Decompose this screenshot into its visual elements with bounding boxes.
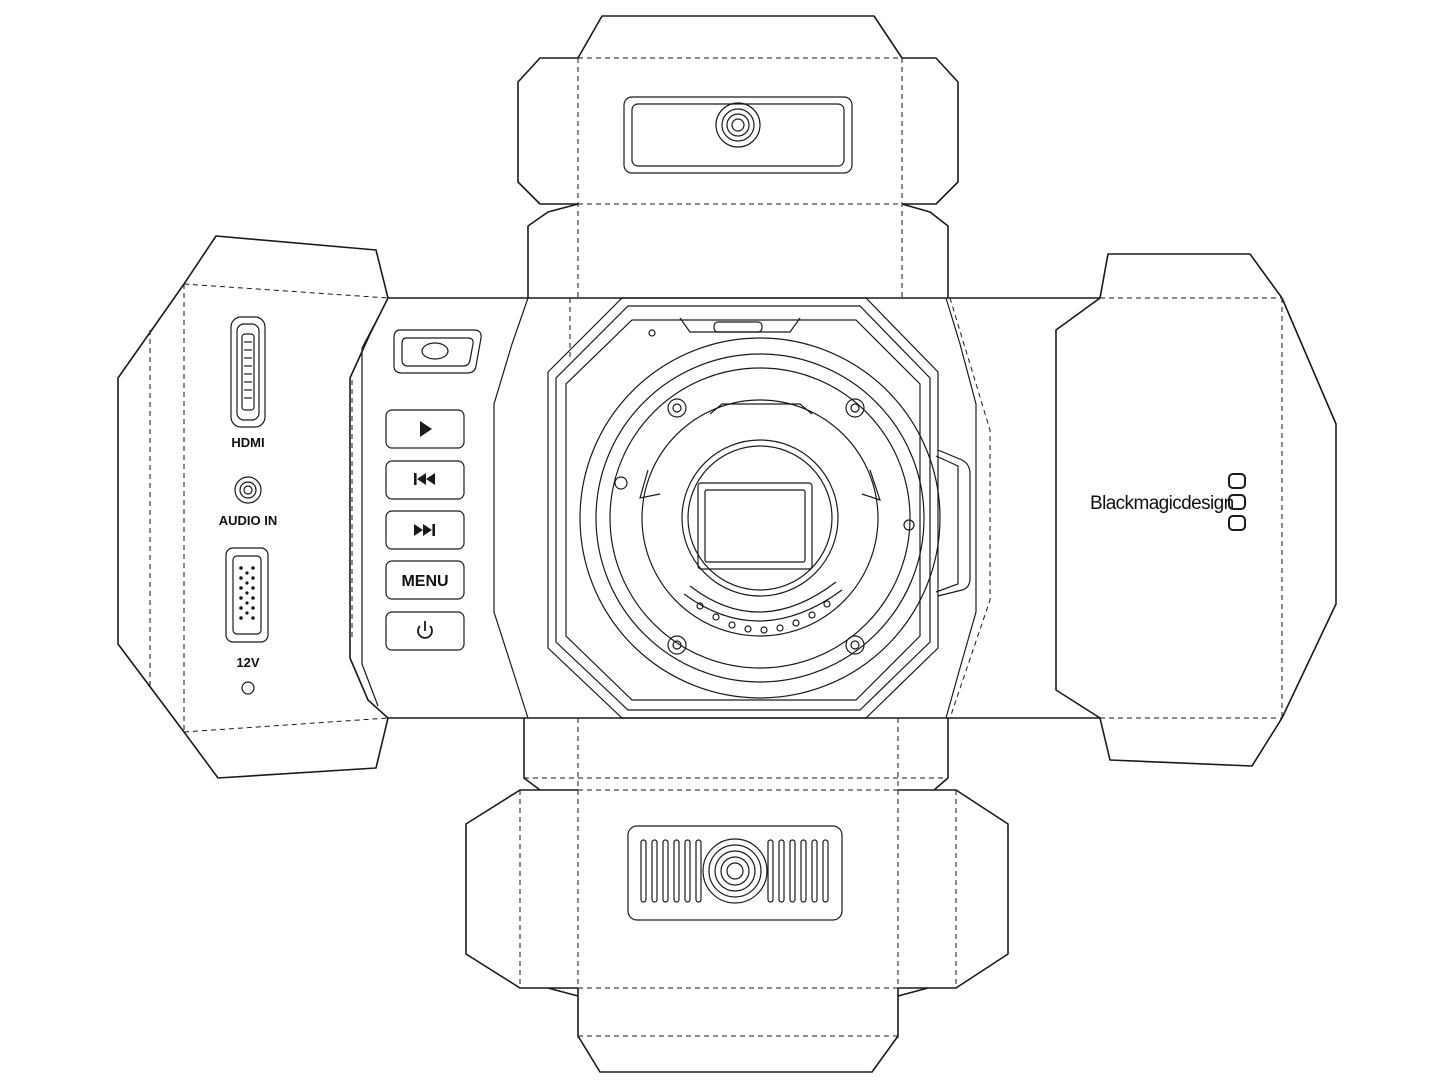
bottom-vent-plate [627, 825, 843, 921]
bottom-vent-slots [640, 839, 829, 903]
record-lamp-icon [421, 342, 449, 360]
brand-wordmark: Blackmagicdesign [1090, 493, 1234, 514]
lens-contacts [696, 600, 831, 634]
menu-button[interactable]: MENU [385, 560, 465, 600]
brand-logo-icon [1228, 473, 1246, 531]
power-icon [417, 621, 433, 639]
play-button[interactable] [385, 409, 465, 449]
play-icon [420, 421, 432, 437]
hdmi-label: HDMI [231, 435, 264, 450]
12v-label: 12V [236, 655, 259, 670]
power-connector-icon [225, 547, 269, 643]
skip-forward-icon [414, 524, 435, 536]
menu-button-label: MENU [401, 573, 448, 590]
bottom-tripod-socket [702, 838, 768, 904]
top-tripod-plate [623, 96, 853, 174]
skip-forward-button[interactable] [385, 510, 465, 550]
hdmi-port-icon [230, 316, 266, 428]
main-band [388, 297, 1100, 719]
skip-back-icon [414, 473, 435, 485]
status-led-icon [241, 681, 255, 695]
image-sensor [697, 482, 813, 570]
audio-in-label: AUDIO IN [219, 513, 278, 528]
lens-mount [547, 297, 971, 719]
record-button[interactable] [393, 329, 482, 374]
top-tripod-socket [715, 102, 761, 148]
right-side-panel: Blackmagicdesign [1055, 253, 1337, 767]
skip-back-button[interactable] [385, 460, 465, 500]
power-button[interactable] [385, 611, 465, 651]
top-face-panel [517, 15, 959, 298]
mount-screw-icon [667, 398, 865, 655]
left-side-panel: HDMI AUDIO IN 12V [117, 235, 389, 779]
audio-jack-icon [234, 476, 262, 504]
bottom-face-panel [465, 718, 1009, 1073]
front-face-panel: MENU [349, 297, 991, 719]
